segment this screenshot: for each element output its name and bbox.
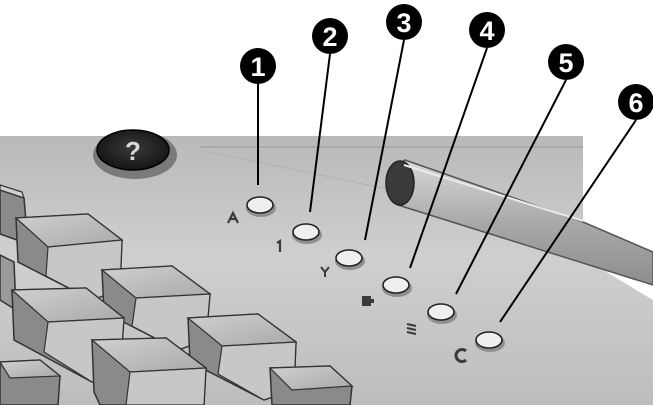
callout-circle [548, 44, 584, 80]
callout-circle [240, 48, 276, 84]
status-light [292, 223, 322, 244]
callout-6: 6 [618, 84, 653, 120]
numlock-icon [276, 238, 282, 252]
keyboard-key [268, 365, 354, 405]
display-hinge [385, 159, 653, 286]
leader-line [499, 119, 637, 323]
power-icon [454, 348, 467, 363]
callout-circle [386, 4, 422, 40]
callout-1: 1 [240, 48, 276, 84]
keyboard-key [0, 359, 62, 405]
callout-2: 2 [312, 18, 348, 54]
scroll-lock-icon [320, 266, 330, 277]
status-light [427, 303, 457, 324]
leader-line [455, 79, 567, 295]
callout-number: 1 [250, 52, 265, 82]
callout-circle [618, 84, 653, 120]
callout-circle [312, 18, 348, 54]
a-lock-icon [227, 210, 239, 224]
status-light [475, 331, 505, 352]
leader-line [409, 47, 488, 269]
help-key-label: ? [125, 136, 141, 166]
keyboard-key [90, 337, 208, 405]
callout-4: 4 [469, 12, 505, 48]
callout-number: 4 [479, 16, 494, 46]
callout-number: 5 [558, 48, 573, 78]
callouts: 1 2 3 4 5 6 [240, 4, 653, 323]
status-light [382, 276, 412, 297]
callout-3: 3 [386, 4, 422, 40]
callout-circle [469, 12, 505, 48]
battery-icon [362, 296, 374, 306]
status-lights [227, 196, 505, 363]
drive-activity-icon [406, 323, 417, 335]
help-key: ? [93, 129, 177, 179]
keyboard [0, 184, 354, 405]
callout-number: 6 [628, 88, 643, 118]
callout-number: 2 [322, 22, 337, 52]
status-light [335, 249, 365, 270]
callout-number: 3 [396, 8, 411, 38]
leader-line [309, 53, 331, 213]
callout-5: 5 [548, 44, 584, 80]
leader-line [364, 39, 405, 241]
status-light [246, 196, 276, 217]
